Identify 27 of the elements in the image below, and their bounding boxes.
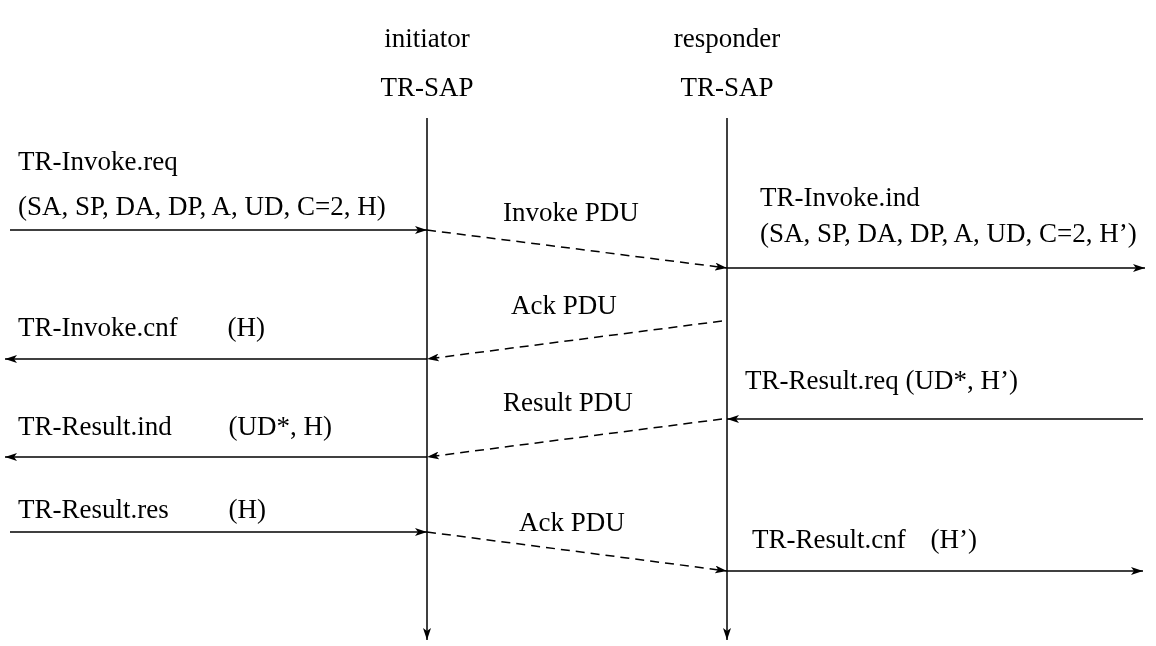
arrow: [4, 355, 428, 363]
arrow: [726, 264, 1146, 272]
service-point-label: TR-SAP: [679, 75, 775, 99]
lifeline-arrow: [723, 117, 731, 641]
message-label: TR-Result.ind (UD*, H): [18, 411, 332, 441]
arrow: [4, 453, 428, 461]
message-label: Invoke PDU: [503, 197, 639, 227]
message-label: Result PDU: [503, 387, 633, 417]
arrow: [726, 415, 1144, 423]
message-label: TR-Invoke.ind (SA, SP, DA, DP, A, UD, C=2, H’): [760, 182, 1137, 248]
role-label: initiator: [383, 26, 471, 50]
dashed-arrow: [426, 531, 728, 574]
dashed-arrow: [426, 229, 728, 271]
message-label: TR-Result.req (UD*, H’): [745, 365, 1018, 395]
arrow: [726, 567, 1144, 575]
message-label: Ack PDU: [511, 290, 617, 320]
service-point-label: TR-SAP: [379, 75, 475, 99]
message-label: Ack PDU: [519, 507, 625, 537]
dashed-arrow: [426, 418, 723, 460]
lifeline-arrow: [423, 117, 431, 641]
arrow: [9, 226, 428, 234]
message-label: TR-Invoke.cnf (H): [18, 312, 265, 342]
dashed-arrow: [426, 320, 723, 362]
message-label: TR-Result.res (H): [18, 494, 266, 524]
arrow: [9, 528, 428, 536]
message-label: TR-Invoke.req (SA, SP, DA, DP, A, UD, C=2, H): [18, 146, 386, 221]
message-label: TR-Result.cnf (H’): [752, 524, 977, 554]
